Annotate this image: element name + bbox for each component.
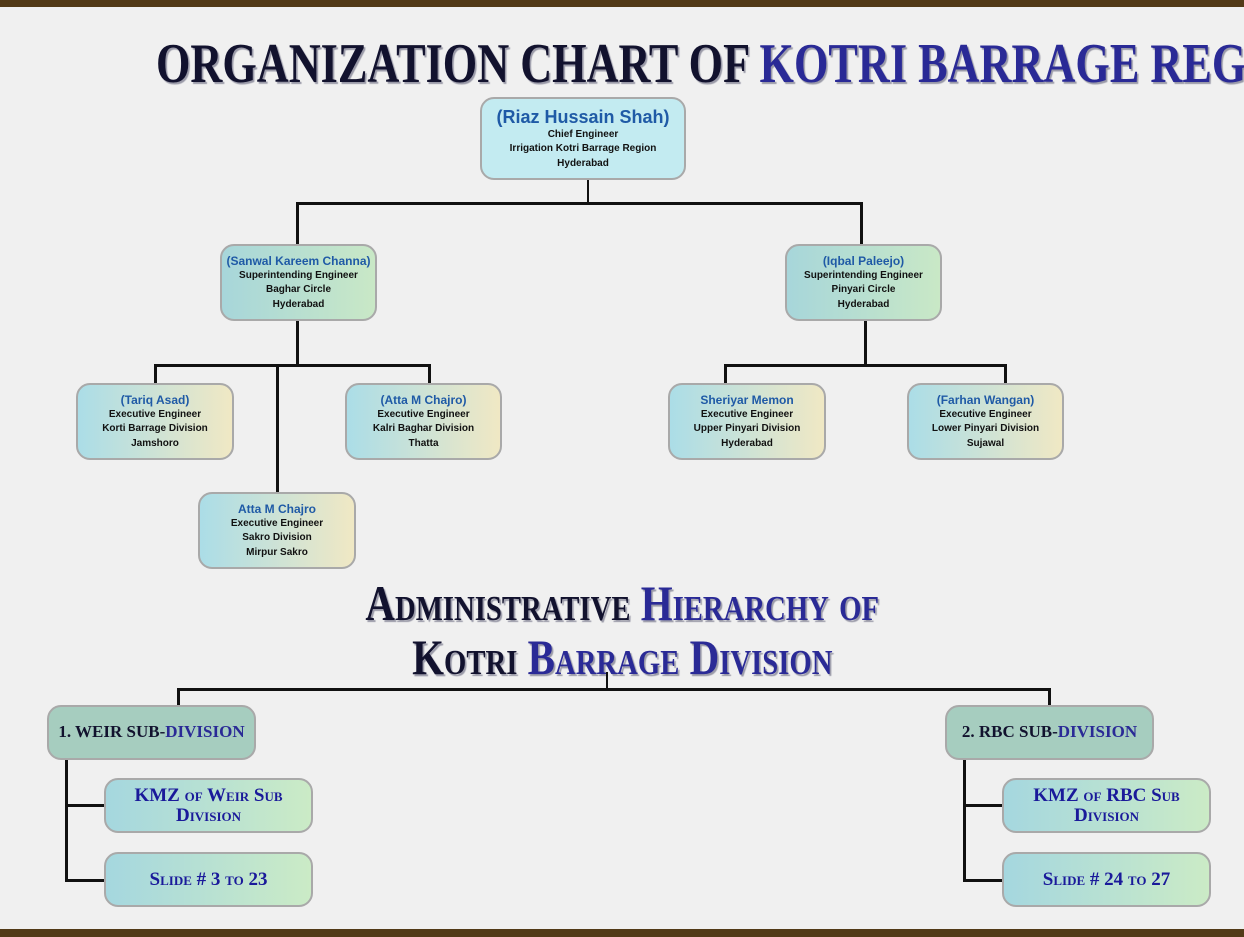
connector (65, 879, 104, 882)
connector (606, 672, 608, 690)
weir-kmz-button[interactable]: KMZ of Weir Sub Division (104, 778, 313, 833)
hierarchy-title-line2: Kotri Barrage Division (411, 629, 833, 685)
connector (154, 364, 157, 383)
connector (65, 760, 68, 882)
main-title: ORGANIZATION CHART OF KOTRI BARRAGE REGI… (156, 33, 1244, 95)
top-border (0, 0, 1244, 7)
chief-engineer-box: (Riaz Hussain Shah) Chief Engineer Irrig… (480, 97, 686, 180)
connector (1048, 688, 1051, 705)
connector (963, 804, 1002, 807)
connector (860, 202, 863, 244)
se-baghar-box: (Sanwal Kareem Channa) Superintending En… (220, 244, 377, 321)
connector (963, 879, 1002, 882)
connector (296, 321, 299, 366)
bottom-border (0, 929, 1244, 937)
connector (65, 804, 104, 807)
weir-slides-link[interactable]: Slide # 3 to 23 (104, 852, 313, 907)
rbc-kmz-button[interactable]: KMZ of RBC Sub Division (1002, 778, 1211, 833)
connector (177, 688, 1051, 691)
weir-subdivision-box: 1. WEIR SUB-DIVISION (47, 705, 256, 760)
ee-upper-pinyari-box: Sheriyar Memon Executive Engineer Upper … (668, 383, 826, 460)
ee-sakro-box: Atta M Chajro Executive Engineer Sakro D… (198, 492, 356, 569)
connector (724, 364, 1007, 367)
rbc-slides-link[interactable]: Slide # 24 to 27 (1002, 852, 1211, 907)
ee-lower-pinyari-box: (Farhan Wangan) Executive Engineer Lower… (907, 383, 1064, 460)
connector (154, 364, 431, 367)
ee-korti-box: (Tariq Asad) Executive Engineer Korti Ba… (76, 383, 234, 460)
connector (296, 202, 299, 244)
connector (724, 364, 727, 383)
connector (1004, 364, 1007, 383)
connector (276, 364, 279, 492)
connector (177, 688, 180, 705)
connector (864, 321, 867, 366)
se-pinyari-box: (Iqbal Paleejo) Superintending Engineer … (785, 244, 942, 321)
connector (963, 760, 966, 882)
rbc-subdivision-box: 2. RBC SUB-DIVISION (945, 705, 1154, 760)
hierarchy-title-line1: Administrative Hierarchy of (365, 575, 879, 631)
connector (428, 364, 431, 383)
ee-kalri-box: (Atta M Chajro) Executive Engineer Kalri… (345, 383, 502, 460)
connector (296, 202, 863, 205)
connector (587, 180, 589, 204)
